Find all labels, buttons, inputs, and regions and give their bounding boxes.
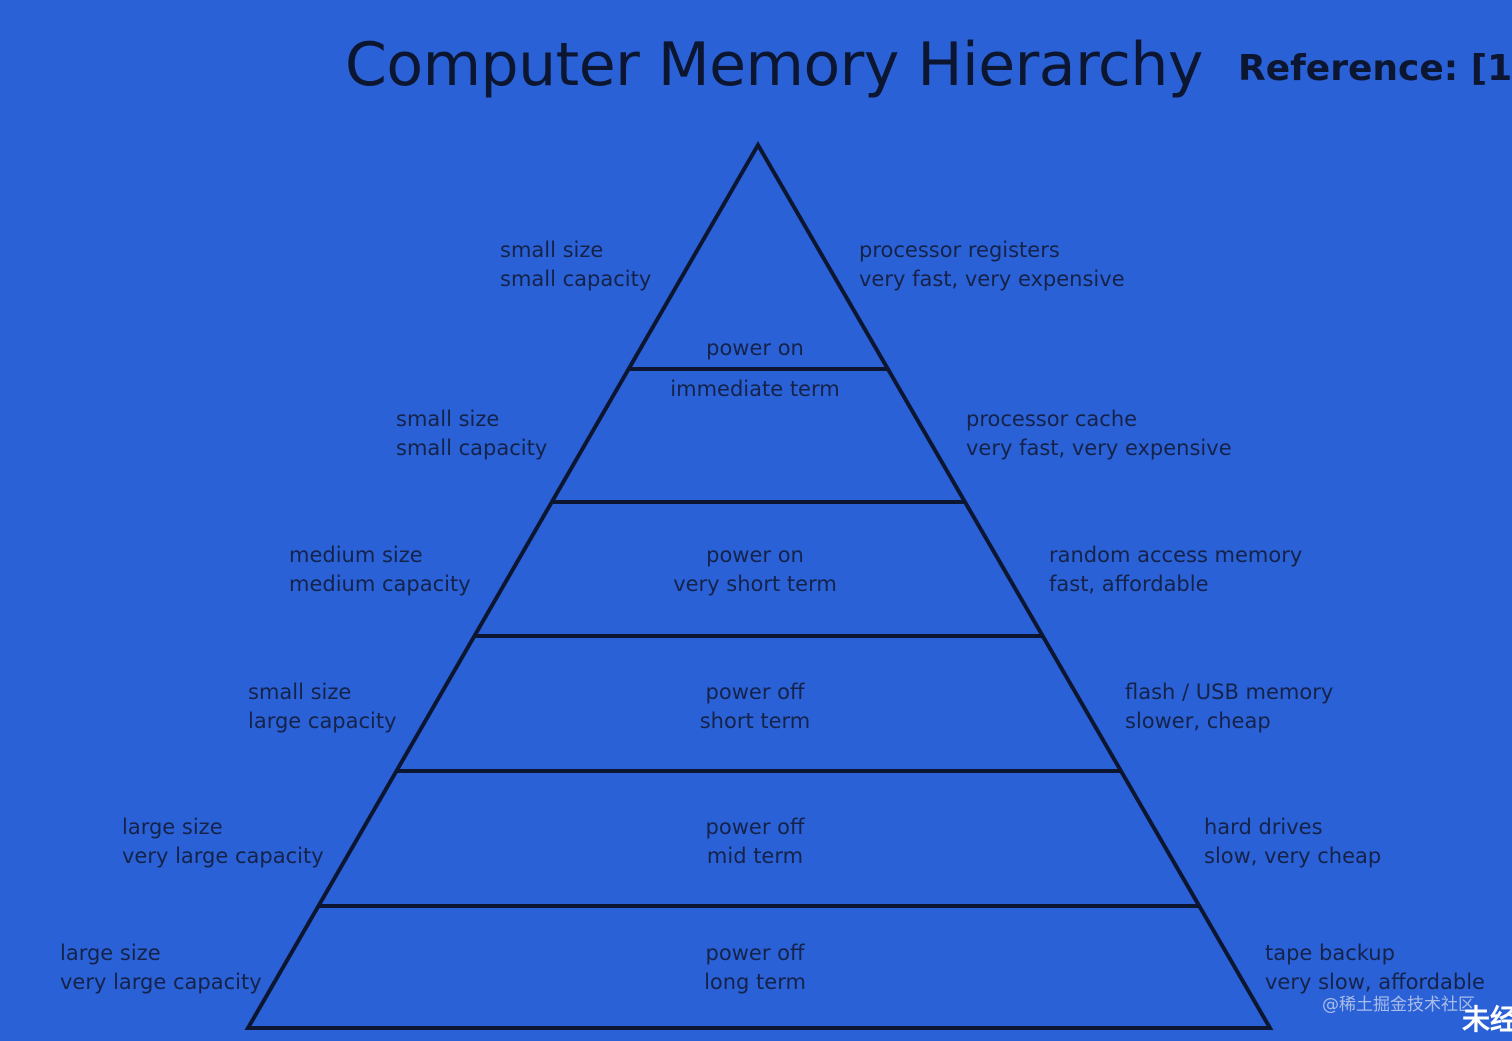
level-1-left-label: small size small capacity bbox=[500, 236, 651, 294]
level-2-left-line-2: small capacity bbox=[396, 436, 548, 460]
level-5-center-line-1: power off bbox=[705, 815, 805, 839]
level-5-left-label: large size very large capacity bbox=[122, 813, 324, 871]
level-1-right-line-1: processor registers bbox=[859, 238, 1060, 262]
level-6-left-line-2: very large capacity bbox=[60, 970, 262, 994]
level-5-left-line-2: very large capacity bbox=[122, 844, 324, 868]
level-4-right-line-1: flash / USB memory bbox=[1125, 680, 1334, 704]
level-6-left-label: large size very large capacity bbox=[60, 939, 262, 997]
level-3-center-line-1: power on bbox=[706, 543, 804, 567]
level-5-right-line-2: slow, very cheap bbox=[1204, 844, 1382, 868]
level-5-center-label: power off mid term bbox=[635, 813, 875, 871]
level-3-left-line-1: medium size bbox=[289, 543, 423, 567]
level-6-right-line-1: tape backup bbox=[1265, 941, 1395, 965]
level-1-right-line-2: very fast, very expensive bbox=[859, 267, 1125, 291]
level-6-center-line-1: power off bbox=[705, 941, 805, 965]
level-2-right-line-1: processor cache bbox=[966, 407, 1138, 431]
level-2-center-line-1: immediate term bbox=[670, 377, 840, 401]
level-1-center-line-1: power on bbox=[706, 336, 804, 360]
level-4-center-line-2: short term bbox=[699, 709, 811, 733]
level-3-right-label: random access memory fast, affordable bbox=[1049, 541, 1302, 599]
level-2-right-label: processor cache very fast, very expensiv… bbox=[966, 405, 1232, 463]
watermark: @稀土掘金技术社区 bbox=[1322, 995, 1475, 1015]
level-4-right-line-2: slower, cheap bbox=[1125, 709, 1271, 733]
level-1-right-label: processor registers very fast, very expe… bbox=[859, 236, 1125, 294]
pyramid-outline bbox=[244, 141, 1274, 1030]
level-5-right-label: hard drives slow, very cheap bbox=[1204, 813, 1381, 871]
corner-watermark: 未经 bbox=[1462, 1003, 1512, 1036]
level-4-center-line-1: power off bbox=[705, 680, 805, 704]
level-1-left-line-1: small size bbox=[500, 238, 604, 262]
level-6-center-line-2: long term bbox=[704, 970, 806, 994]
level-5-left-line-1: large size bbox=[122, 815, 223, 839]
level-4-right-label: flash / USB memory slower, cheap bbox=[1125, 678, 1333, 736]
level-3-left-line-2: medium capacity bbox=[289, 572, 471, 596]
level-3-left-label: medium size medium capacity bbox=[289, 541, 471, 599]
level-1-center-label: power on bbox=[635, 334, 875, 363]
reference-label: Reference: [1] bbox=[1238, 48, 1512, 89]
level-6-right-label: tape backup very slow, affordable bbox=[1265, 939, 1485, 997]
level-1-left-line-2: small capacity bbox=[500, 267, 652, 291]
level-5-center-line-2: mid term bbox=[706, 844, 804, 868]
level-6-left-line-1: large size bbox=[60, 941, 161, 965]
level-3-center-label: power on very short term bbox=[635, 541, 875, 599]
level-3-right-line-1: random access memory bbox=[1049, 543, 1303, 567]
level-6-right-line-2: very slow, affordable bbox=[1265, 970, 1485, 994]
level-3-right-line-2: fast, affordable bbox=[1049, 572, 1209, 596]
level-5-right-line-1: hard drives bbox=[1204, 815, 1323, 839]
level-2-left-line-1: small size bbox=[396, 407, 500, 431]
page-title: Computer Memory Hierarchy bbox=[345, 30, 1203, 100]
level-2-center-label: immediate term bbox=[635, 375, 875, 404]
level-4-left-line-1: small size bbox=[248, 680, 352, 704]
level-2-left-label: small size small capacity bbox=[396, 405, 547, 463]
level-6-center-label: power off long term bbox=[635, 939, 875, 997]
level-3-center-line-2: very short term bbox=[673, 572, 837, 596]
level-2-right-line-2: very fast, very expensive bbox=[966, 436, 1232, 460]
level-4-left-label: small size large capacity bbox=[248, 678, 397, 736]
level-4-center-label: power off short term bbox=[635, 678, 875, 736]
level-4-left-line-2: large capacity bbox=[248, 709, 397, 733]
